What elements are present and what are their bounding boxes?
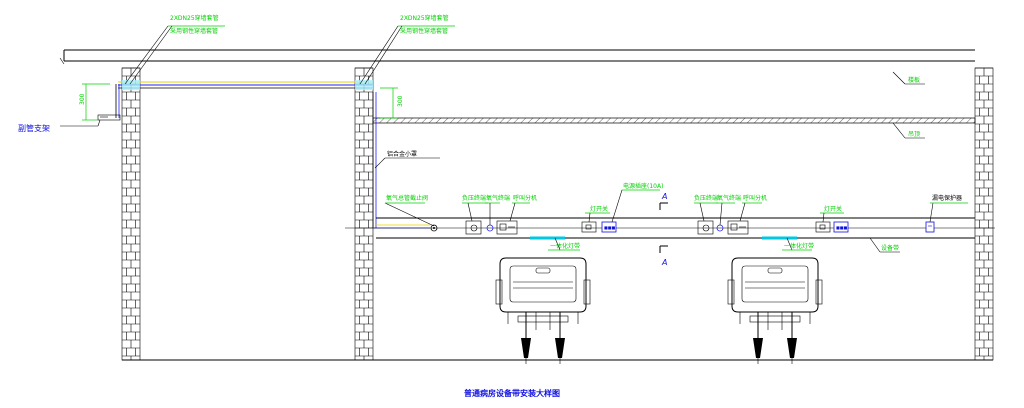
section-marker xyxy=(659,202,668,253)
svg-text:■■■: ■■■ xyxy=(836,225,848,230)
call-2-label: 呼叫分机 xyxy=(743,194,767,202)
lamp-1-label: 一体化灯带 xyxy=(550,242,580,250)
oxygen-1-label: 氧气终端 xyxy=(486,194,510,202)
suction-2-label: 负压终端 xyxy=(694,194,718,202)
pipe-middle-label-1: 2XDN25穿墙套管 xyxy=(400,14,449,22)
pipe-middle-label-2: 采用钢性穿墙套管 xyxy=(400,27,448,35)
dimension-left-value: 300 xyxy=(79,93,86,105)
terminal-group-1 xyxy=(462,202,530,235)
call-1-label: 呼叫分机 xyxy=(513,194,537,202)
socket-label: 电源插座(10A) xyxy=(623,182,663,190)
pipe-left-label-1: 2XDN25穿墙套管 xyxy=(170,14,219,22)
ceiling-leader xyxy=(892,122,925,139)
socket: ■■■ xyxy=(601,189,660,233)
pipe-middle-leader xyxy=(359,25,455,85)
section-a-bottom: A xyxy=(661,258,667,267)
switch-2-label: 灯开关 xyxy=(824,205,842,213)
alu-cover-label: 铝合金小罩 xyxy=(387,150,417,158)
floor-slab-label: 楼板 xyxy=(908,76,920,84)
gas-valve xyxy=(384,202,438,232)
hospital-bed-1 xyxy=(495,257,591,364)
support-label: 副管支架 xyxy=(18,123,50,133)
svg-text:■■■: ■■■ xyxy=(604,225,616,230)
floor-slab xyxy=(59,49,975,65)
equip-belt-label: 设备带 xyxy=(881,244,899,252)
oxygen-2-label: 氧气终端 xyxy=(717,194,741,202)
ceiling xyxy=(372,117,976,124)
drawing-caption: 普通病房设备带安装大样图 xyxy=(464,388,560,398)
gas-valve-label: 氧气总管截止阀 xyxy=(386,194,428,202)
pipe-left-leader xyxy=(124,25,225,85)
lamp-2-label: 一体化灯带 xyxy=(784,242,814,250)
switch-1-label: 灯开关 xyxy=(590,205,608,213)
equipment-belt xyxy=(345,217,995,239)
brick-wall-right xyxy=(974,67,994,361)
section-a-top: A xyxy=(661,192,667,201)
pipe-support xyxy=(60,114,121,127)
lamp-2 xyxy=(762,236,812,251)
terminal-group-2 xyxy=(694,202,762,235)
dimension-left xyxy=(82,83,110,121)
brick-wall-left xyxy=(121,67,141,361)
hospital-bed-2 xyxy=(727,257,823,364)
brick-wall-middle xyxy=(354,67,374,361)
equip-belt-leader xyxy=(869,237,900,253)
suction-1-label: 负压终端 xyxy=(462,194,486,202)
pipe-run xyxy=(115,80,430,229)
switch-1 xyxy=(581,212,610,233)
lamp-1 xyxy=(530,236,580,251)
pipe-left-label-2: 采用钢性穿墙套管 xyxy=(170,27,218,35)
switch-2: ■■■ xyxy=(815,212,849,233)
leakage-protector xyxy=(925,202,968,233)
dimension-middle xyxy=(380,87,398,119)
ceiling-label: 吊顶 xyxy=(908,131,920,138)
dimension-middle-value: 300 xyxy=(397,95,404,107)
protector-label: 漏电保护器 xyxy=(932,194,962,202)
floor-slab-leader xyxy=(892,71,925,85)
alu-cover-leader xyxy=(374,157,440,169)
